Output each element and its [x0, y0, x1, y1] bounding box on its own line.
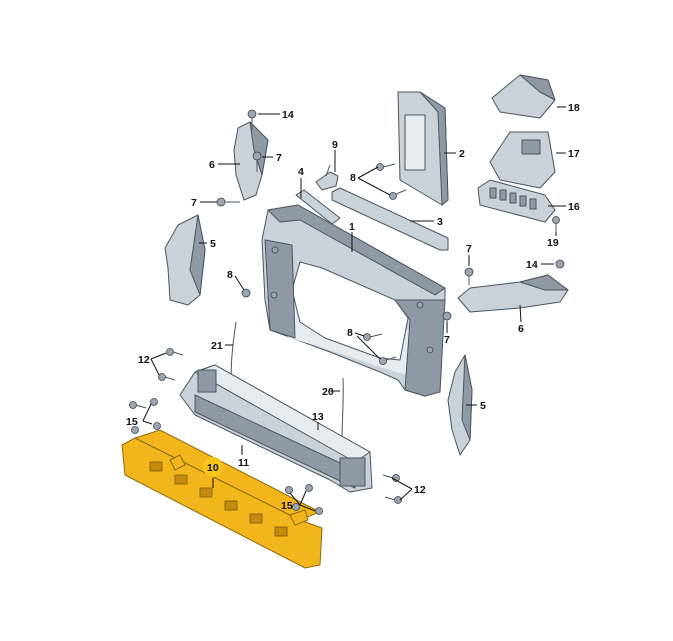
air-guide-part-2 [397, 91, 449, 206]
bumper-beam-part-11 [179, 364, 373, 493]
bolt-15-left-d [153, 422, 161, 430]
hose-part-20 [341, 377, 344, 441]
leader-lines [142, 106, 566, 512]
callout-9: 9 [332, 139, 338, 151]
bolt-12-left-b [158, 373, 176, 381]
bolt-8-c [363, 333, 383, 341]
callout-5-left: 5 [210, 238, 216, 250]
callout-12-right: 12 [414, 484, 426, 496]
callout-1: 1 [349, 221, 355, 233]
callout-17: 17 [568, 148, 580, 160]
bolt-15-left-a [129, 401, 147, 409]
callout-13: 13 [312, 411, 324, 423]
clip-part-9 [315, 164, 339, 191]
highlight-circle-10 [203, 457, 223, 477]
bracket-left-part-6 [233, 121, 269, 201]
bolt-15-right-b [305, 484, 313, 492]
callout-11: 11 [238, 457, 249, 469]
callout-7-right-top: 7 [466, 243, 472, 255]
callout-5-right: 5 [480, 400, 486, 412]
bolt-15-right-d [315, 507, 323, 515]
bolt-15-left-c [131, 426, 139, 434]
callout-12-left: 12 [138, 354, 150, 366]
bolt-12-left-a [166, 348, 184, 356]
bolt-8-b [389, 189, 407, 200]
duct-cap-part-18 [491, 74, 556, 119]
callout-15-right: 15 [281, 500, 293, 512]
foam-absorber-part-10 [121, 429, 323, 569]
front-carrier-part-1 [261, 204, 446, 397]
duct-upper-part-17 [489, 131, 556, 189]
callout-15-left: 15 [126, 416, 138, 428]
callout-7-left-lower: 7 [191, 197, 197, 209]
callout-4: 4 [298, 166, 304, 178]
callout-7-left-upper: 7 [276, 152, 282, 164]
bolt-14-top [247, 109, 257, 130]
callout-8-top: 8 [350, 172, 356, 184]
strip-part-3 [331, 187, 449, 251]
callout-14-right: 14 [526, 259, 538, 271]
callout-10: 10 [207, 462, 219, 474]
callout-7-right-lower: 7 [444, 334, 450, 346]
callout-20: 20 [322, 386, 334, 398]
bracket-left-part-5 [164, 214, 206, 306]
callout-18: 18 [568, 102, 580, 114]
callout-16: 16 [568, 201, 580, 213]
callout-21: 21 [211, 340, 223, 352]
bolt-8-a [376, 163, 396, 171]
callout-8-left: 8 [227, 269, 233, 281]
bolt-15-left-b [150, 398, 158, 406]
bolt-8-left [241, 288, 251, 298]
bolt-15-right-c [292, 503, 300, 511]
callout-3: 3 [437, 216, 443, 228]
bolt-12-right-b [384, 496, 402, 504]
duct-lower-part-16 [477, 179, 556, 223]
callout-8-mid: 8 [347, 327, 353, 339]
bolt-19 [552, 216, 560, 233]
callout-6-right: 6 [518, 323, 524, 335]
bracket-right-part-6 [457, 274, 569, 313]
bolt-15-right-a [285, 486, 293, 494]
bracket-right-part-5 [447, 354, 473, 456]
callout-14-top: 14 [282, 109, 294, 121]
bolt-8-d [379, 356, 397, 365]
bolt-7-right-a [464, 267, 474, 285]
bolt-7-left-lower [216, 197, 240, 207]
bolt-14-right [555, 259, 565, 269]
callout-labels: 14 6 7 7 5 9 4 8 2 3 1 18 17 16 19 7 14 … [126, 102, 580, 512]
callout-6-left: 6 [209, 159, 215, 171]
bolts [129, 109, 565, 515]
callout-19: 19 [547, 237, 559, 249]
callout-2: 2 [459, 148, 465, 160]
bolt-7-left-upper [252, 151, 262, 172]
